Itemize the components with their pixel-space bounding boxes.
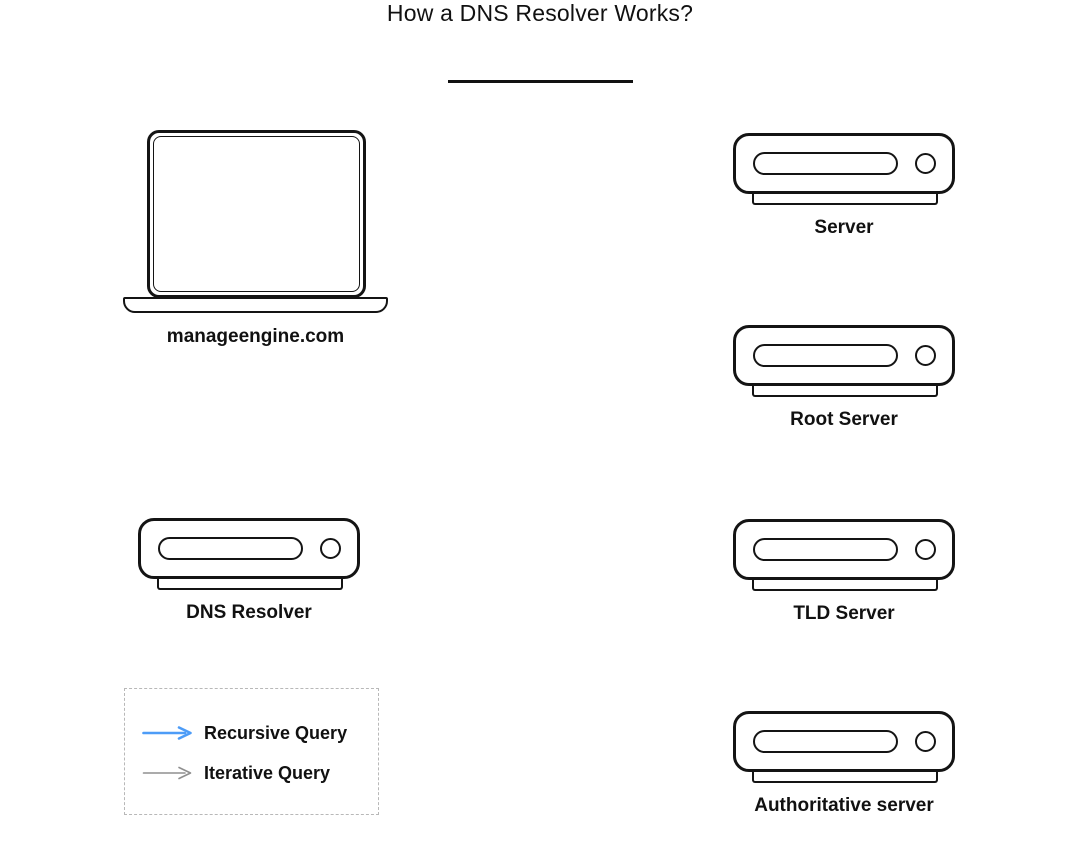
node-root-server: Root Server (733, 325, 955, 435)
title-underline (448, 80, 633, 83)
authoritative-server-label: Authoritative server (754, 795, 934, 816)
server-slot-icon (158, 537, 303, 560)
server-base-icon (752, 580, 938, 591)
server-led-icon (915, 731, 936, 752)
server-slot-icon (753, 152, 898, 175)
server-icon (138, 518, 360, 579)
client-label: manageengine.com (166, 326, 345, 347)
server-slot-icon (753, 730, 898, 753)
server-base-icon (752, 386, 938, 397)
tld-server-label: TLD Server (793, 603, 895, 624)
server-led-icon (915, 539, 936, 560)
arrow-right-icon (142, 726, 192, 740)
server-icon (733, 519, 955, 580)
server-icon (733, 133, 955, 194)
legend-box: Recursive Query Iterative Query (124, 688, 379, 815)
server-led-icon (915, 153, 936, 174)
node-server: Server (733, 133, 955, 243)
server-led-icon (320, 538, 341, 559)
server-slot-icon (753, 344, 898, 367)
arrow-right-icon (142, 766, 192, 780)
legend-label-recursive: Recursive Query (204, 722, 348, 743)
server-slot-icon (753, 538, 898, 561)
node-tld-server: TLD Server (733, 519, 955, 629)
laptop-base-icon (123, 297, 388, 313)
server-label: Server (814, 217, 874, 238)
page-title: How a DNS Resolver Works? (386, 0, 694, 26)
server-base-icon (752, 194, 938, 205)
laptop-icon (147, 130, 366, 298)
server-base-icon (157, 579, 343, 590)
server-icon (733, 711, 955, 772)
server-led-icon (915, 345, 936, 366)
dns-resolver-label: DNS Resolver (186, 602, 312, 623)
legend-item-recursive-query: Recursive Query (142, 719, 347, 747)
server-base-icon (752, 772, 938, 783)
node-dns-resolver: DNS Resolver (138, 518, 360, 628)
legend-label-iterative: Iterative Query (204, 762, 331, 783)
server-icon (733, 325, 955, 386)
node-authoritative-server: Authoritative server (733, 711, 955, 821)
root-server-label: Root Server (790, 409, 898, 430)
laptop-screen-icon (153, 136, 360, 292)
node-client: manageengine.com (123, 130, 388, 360)
legend-item-iterative-query: Iterative Query (142, 759, 330, 787)
